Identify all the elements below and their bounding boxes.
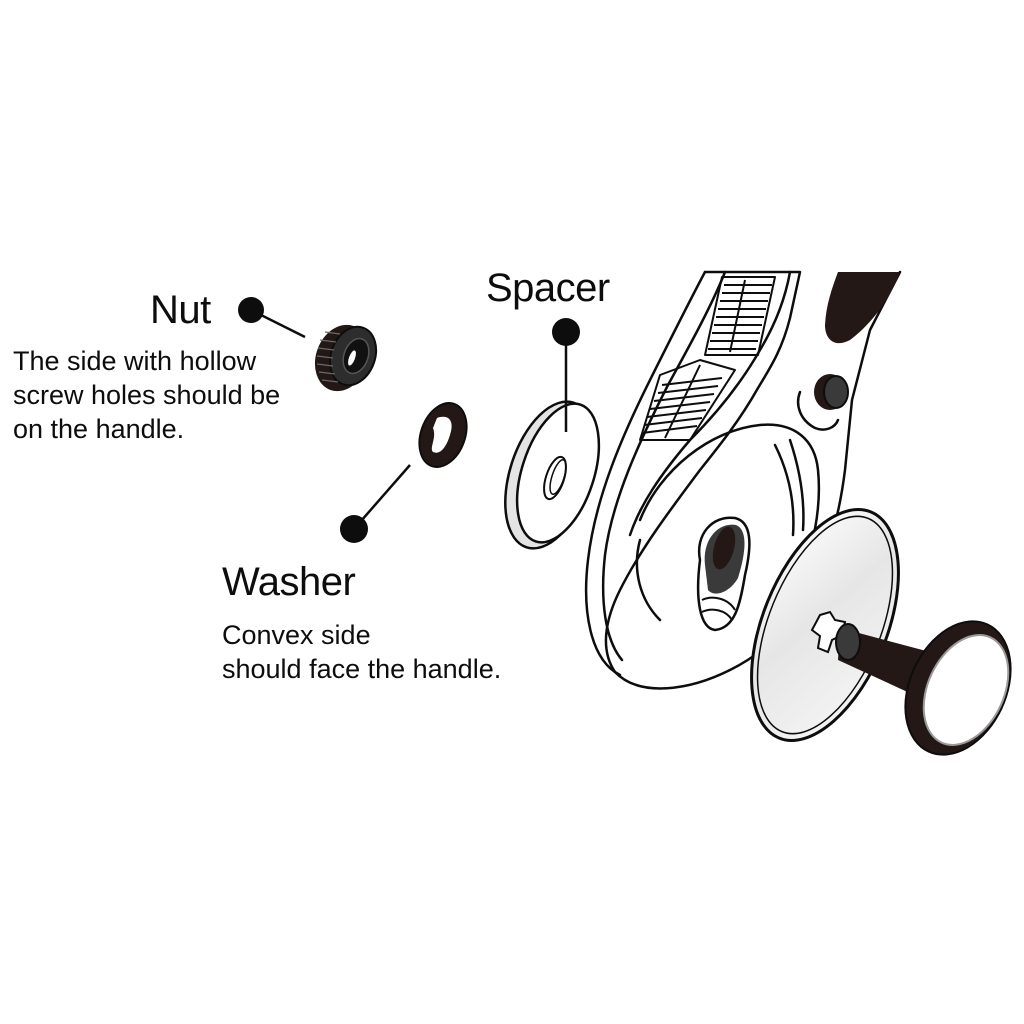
washer-note: Convex side should face the handle. bbox=[222, 618, 501, 686]
washer-title: Washer bbox=[222, 560, 356, 604]
handle-bolt-hole bbox=[696, 516, 751, 632]
handle-pin bbox=[814, 374, 849, 410]
washer bbox=[418, 402, 468, 468]
nut-title: Nut bbox=[150, 288, 211, 332]
spacer-title: Spacer bbox=[486, 266, 610, 310]
washer-callout bbox=[340, 464, 411, 543]
nut-callout bbox=[238, 297, 306, 339]
handle-dark-insert bbox=[825, 272, 900, 344]
spacer-callout bbox=[552, 318, 580, 432]
washer-note-line: Convex side bbox=[222, 620, 371, 650]
washer-note-line: should face the handle. bbox=[222, 654, 502, 684]
bolt bbox=[835, 620, 1012, 756]
blade bbox=[750, 508, 900, 742]
nut-note-line: on the handle. bbox=[13, 414, 185, 444]
spacer bbox=[504, 400, 601, 550]
handle-grip-ridges bbox=[641, 279, 772, 439]
nut-note-line: The side with hollow bbox=[13, 346, 257, 376]
nut bbox=[314, 324, 378, 392]
nut-note-line: screw holes should be bbox=[13, 380, 281, 410]
nut-note: The side with hollow screw holes should … bbox=[13, 344, 280, 446]
